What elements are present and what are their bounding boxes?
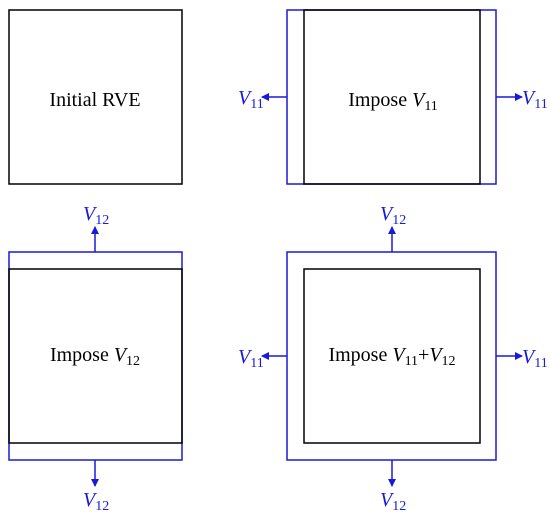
v11-left-label: V11 xyxy=(238,87,264,112)
v12-bottom-label: V12 xyxy=(83,489,109,514)
panel-initial-rve: Initial RVE xyxy=(8,9,183,185)
both-v12-bottom-label: V12 xyxy=(380,489,406,514)
v11-original-box xyxy=(303,9,481,185)
both-original-box xyxy=(303,268,481,444)
v11-right-label: V11 xyxy=(522,87,548,112)
impose-v11-label: Impose V11 xyxy=(348,89,438,114)
impose-both-label: Impose V11+V12 xyxy=(328,344,455,369)
both-v12-top-label: V12 xyxy=(380,203,406,228)
v12-original-box xyxy=(8,268,183,444)
panel-impose-v11: Impose V11 V11 V11 xyxy=(238,9,548,185)
panel-impose-v11-v12: Impose V11+V12 V11 V11 V12 V12 xyxy=(238,203,548,514)
both-v11-left-label: V11 xyxy=(238,346,264,371)
initial-rve-label: Initial RVE xyxy=(49,89,140,111)
panel-impose-v12: Impose V12 V12 V12 xyxy=(8,203,183,514)
impose-v12-label: Impose V12 xyxy=(50,344,140,369)
initial-rve-box xyxy=(8,9,183,185)
v12-top-label: V12 xyxy=(83,203,109,228)
both-v11-right-label: V11 xyxy=(522,346,548,371)
